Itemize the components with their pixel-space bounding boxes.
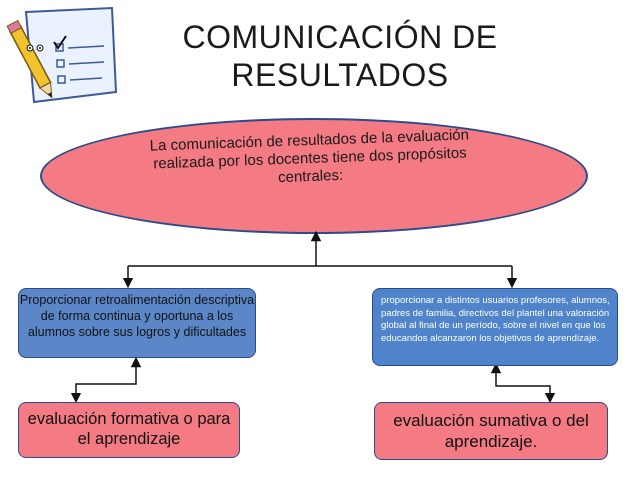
page-title-line-1: COMUNICACIÓN DE xyxy=(182,19,498,55)
box-summative-evaluation: evaluación sumativa o del aprendizaje. xyxy=(374,402,608,460)
box-feedback-purpose-text: Proporcionar retroalimentación descripti… xyxy=(19,293,255,339)
box-summative-evaluation-text: evaluación sumativa o del aprendizaje. xyxy=(393,411,589,451)
box-feedback-purpose: Proporcionar retroalimentación descripti… xyxy=(18,288,256,358)
box-global-purpose: proporcionar a distintos usuarios profes… xyxy=(372,288,618,366)
page-title-line-2: RESULTADOS xyxy=(231,57,449,93)
box-global-purpose-text: proporcionar a distintos usuarios profes… xyxy=(381,295,610,344)
page-title: COMUNICACIÓN DE RESULTADOS xyxy=(120,18,560,94)
connector-left-bottom xyxy=(70,356,142,404)
connector-right-bottom xyxy=(490,362,556,404)
clipboard-checklist-icon xyxy=(6,6,118,104)
box-formative-evaluation: evaluación formativa o para el aprendiza… xyxy=(18,402,240,458)
box-formative-evaluation-text: evaluación formativa o para el aprendiza… xyxy=(27,410,231,448)
